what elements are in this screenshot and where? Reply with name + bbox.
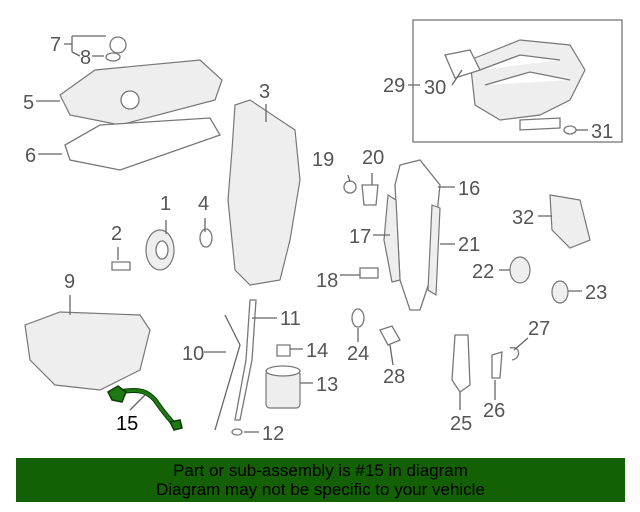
part-6-cover-gasket[interactable] xyxy=(64,117,221,171)
callout-6[interactable]: 6 xyxy=(25,145,36,167)
callout-5[interactable]: 5 xyxy=(23,92,34,114)
part-17-chain-guide[interactable] xyxy=(383,193,401,283)
part-14-plug[interactable] xyxy=(276,344,291,357)
part-7-oil-cap[interactable] xyxy=(109,36,127,54)
part-25-chain[interactable] xyxy=(451,334,471,393)
callout-32[interactable]: 32 xyxy=(512,207,534,229)
callout-1[interactable]: 1 xyxy=(160,193,171,215)
part-24-idler[interactable] xyxy=(351,308,365,328)
callout-24[interactable]: 24 xyxy=(347,343,369,365)
callout-12[interactable]: 12 xyxy=(262,423,284,445)
part-15-oil-level-sensor[interactable] xyxy=(107,385,183,431)
part-20-bracket[interactable] xyxy=(361,184,379,206)
part-1-crank-pulley[interactable] xyxy=(145,229,175,271)
part-22-sprocket[interactable] xyxy=(509,256,531,284)
callout-13[interactable]: 13 xyxy=(316,374,338,396)
callout-17[interactable]: 17 xyxy=(349,226,371,248)
callout-labels: 1 2 3 4 5 6 7 8 9 10 11 12 13 14 15 16 1… xyxy=(23,34,613,445)
banner-line-2: Diagram may not be specific to your vehi… xyxy=(156,480,485,499)
callout-30[interactable]: 30 xyxy=(424,77,446,99)
part-12-o-ring[interactable] xyxy=(231,428,243,436)
callout-16[interactable]: 16 xyxy=(458,178,480,200)
part-5-valve-cover[interactable] xyxy=(59,59,223,126)
callout-11[interactable]: 11 xyxy=(280,308,301,330)
part-32-cover[interactable] xyxy=(549,194,591,249)
part-13-oil-filter[interactable] xyxy=(265,365,301,409)
part-4-seal[interactable] xyxy=(199,228,213,248)
callout-8[interactable]: 8 xyxy=(80,47,91,69)
callout-7[interactable]: 7 xyxy=(50,34,61,56)
leader-lines xyxy=(36,35,588,433)
banner-line-1: Part or sub-assembly is #15 in diagram xyxy=(173,461,468,480)
part-2-bolt[interactable] xyxy=(111,261,131,271)
info-banner: Part or sub-assembly is #15 in diagram D… xyxy=(16,458,625,502)
part-11-dipstick-tube[interactable] xyxy=(234,299,257,421)
part-8-cap-gasket[interactable] xyxy=(105,52,121,62)
part-28-guide[interactable] xyxy=(379,325,401,346)
callout-28[interactable]: 28 xyxy=(383,366,405,388)
callout-26[interactable]: 26 xyxy=(483,400,505,422)
part-23-sprocket[interactable] xyxy=(551,280,569,304)
callout-31[interactable]: 31 xyxy=(591,121,613,143)
callout-14[interactable]: 14 xyxy=(306,340,328,362)
callout-10[interactable]: 10 xyxy=(182,343,204,365)
callout-9[interactable]: 9 xyxy=(64,271,75,293)
callout-22[interactable]: 22 xyxy=(472,261,494,283)
intake-manifold-box xyxy=(412,19,623,143)
part-3-timing-cover[interactable] xyxy=(227,99,301,286)
part-31-seal[interactable] xyxy=(563,125,577,135)
part-18-tensioner[interactable] xyxy=(359,267,379,279)
part-19-sensor[interactable] xyxy=(343,180,357,194)
callout-21[interactable]: 21 xyxy=(458,234,480,256)
callout-18[interactable]: 18 xyxy=(316,270,338,292)
leader-line-15 xyxy=(129,394,146,411)
part-29-intake-manifold[interactable] xyxy=(469,39,586,131)
part-9-oil-pan[interactable] xyxy=(24,311,151,391)
callout-15-selected[interactable]: 15 xyxy=(116,413,138,435)
callout-27[interactable]: 27 xyxy=(528,318,550,340)
callout-2[interactable]: 2 xyxy=(111,223,122,245)
part-26-tensioner[interactable] xyxy=(491,351,503,379)
callout-23[interactable]: 23 xyxy=(585,282,607,304)
callout-19[interactable]: 19 xyxy=(312,149,334,171)
part-21-tensioner-arm[interactable] xyxy=(427,204,441,297)
part-10-dipstick[interactable] xyxy=(214,314,241,431)
callout-4[interactable]: 4 xyxy=(198,193,209,215)
callout-3[interactable]: 3 xyxy=(259,81,270,103)
part-30-gasket[interactable] xyxy=(444,49,481,79)
callout-29[interactable]: 29 xyxy=(383,75,405,97)
part-27-spring[interactable] xyxy=(509,346,520,361)
callout-20[interactable]: 20 xyxy=(362,147,384,169)
callout-25[interactable]: 25 xyxy=(450,413,472,435)
